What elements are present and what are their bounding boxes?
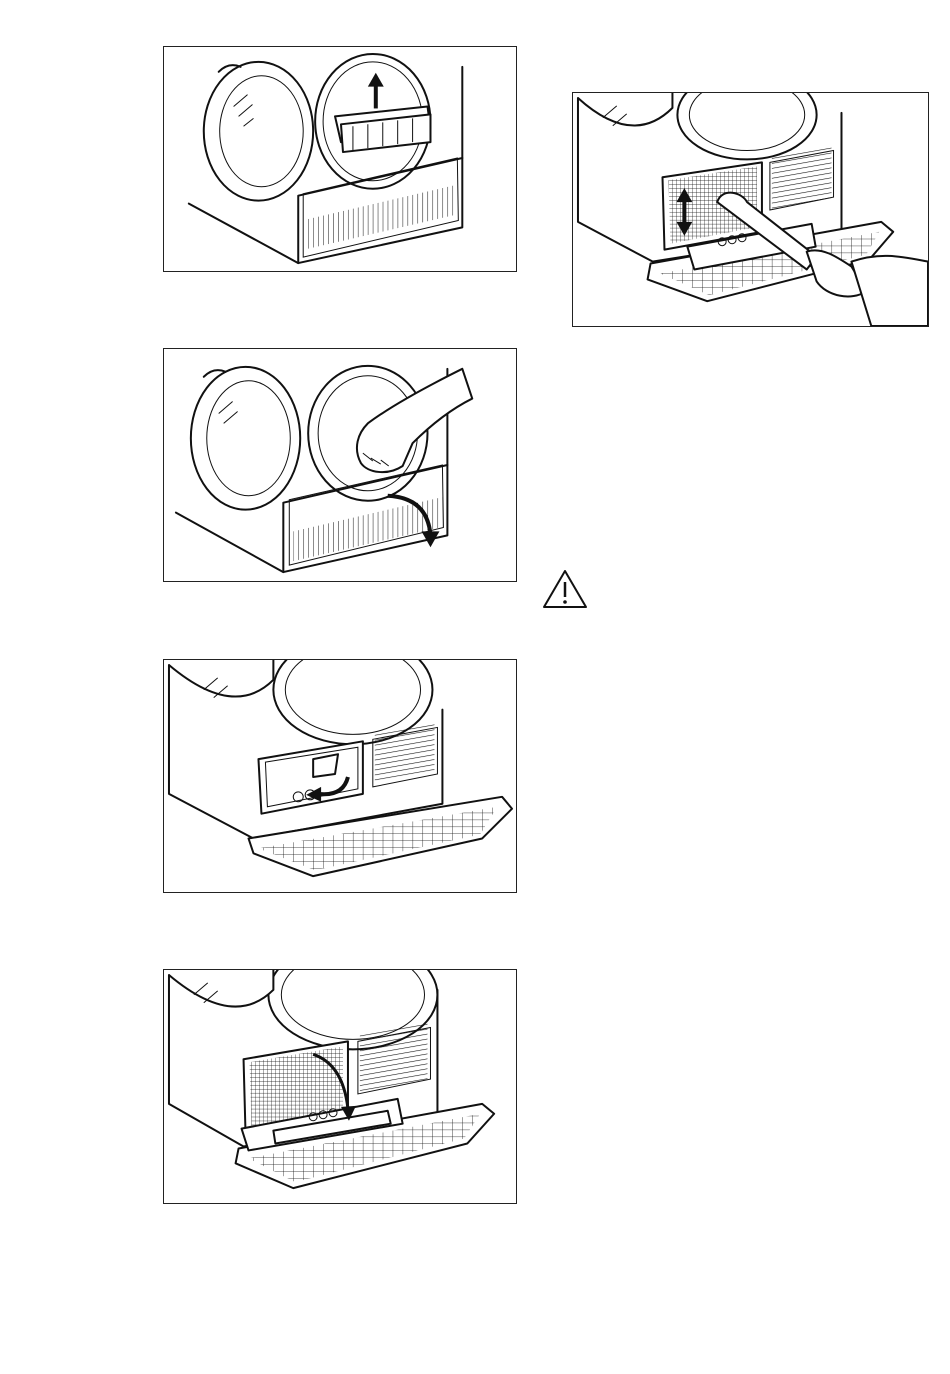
warning-triangle-icon [541,568,589,610]
figure-open-plinth [163,348,517,582]
figure-release-lever [163,659,517,893]
figure-clean-filter [572,92,929,327]
figure-remove-filter [163,46,517,272]
arrow-up-icon [368,73,384,109]
figure-lower-filter [163,969,517,1204]
